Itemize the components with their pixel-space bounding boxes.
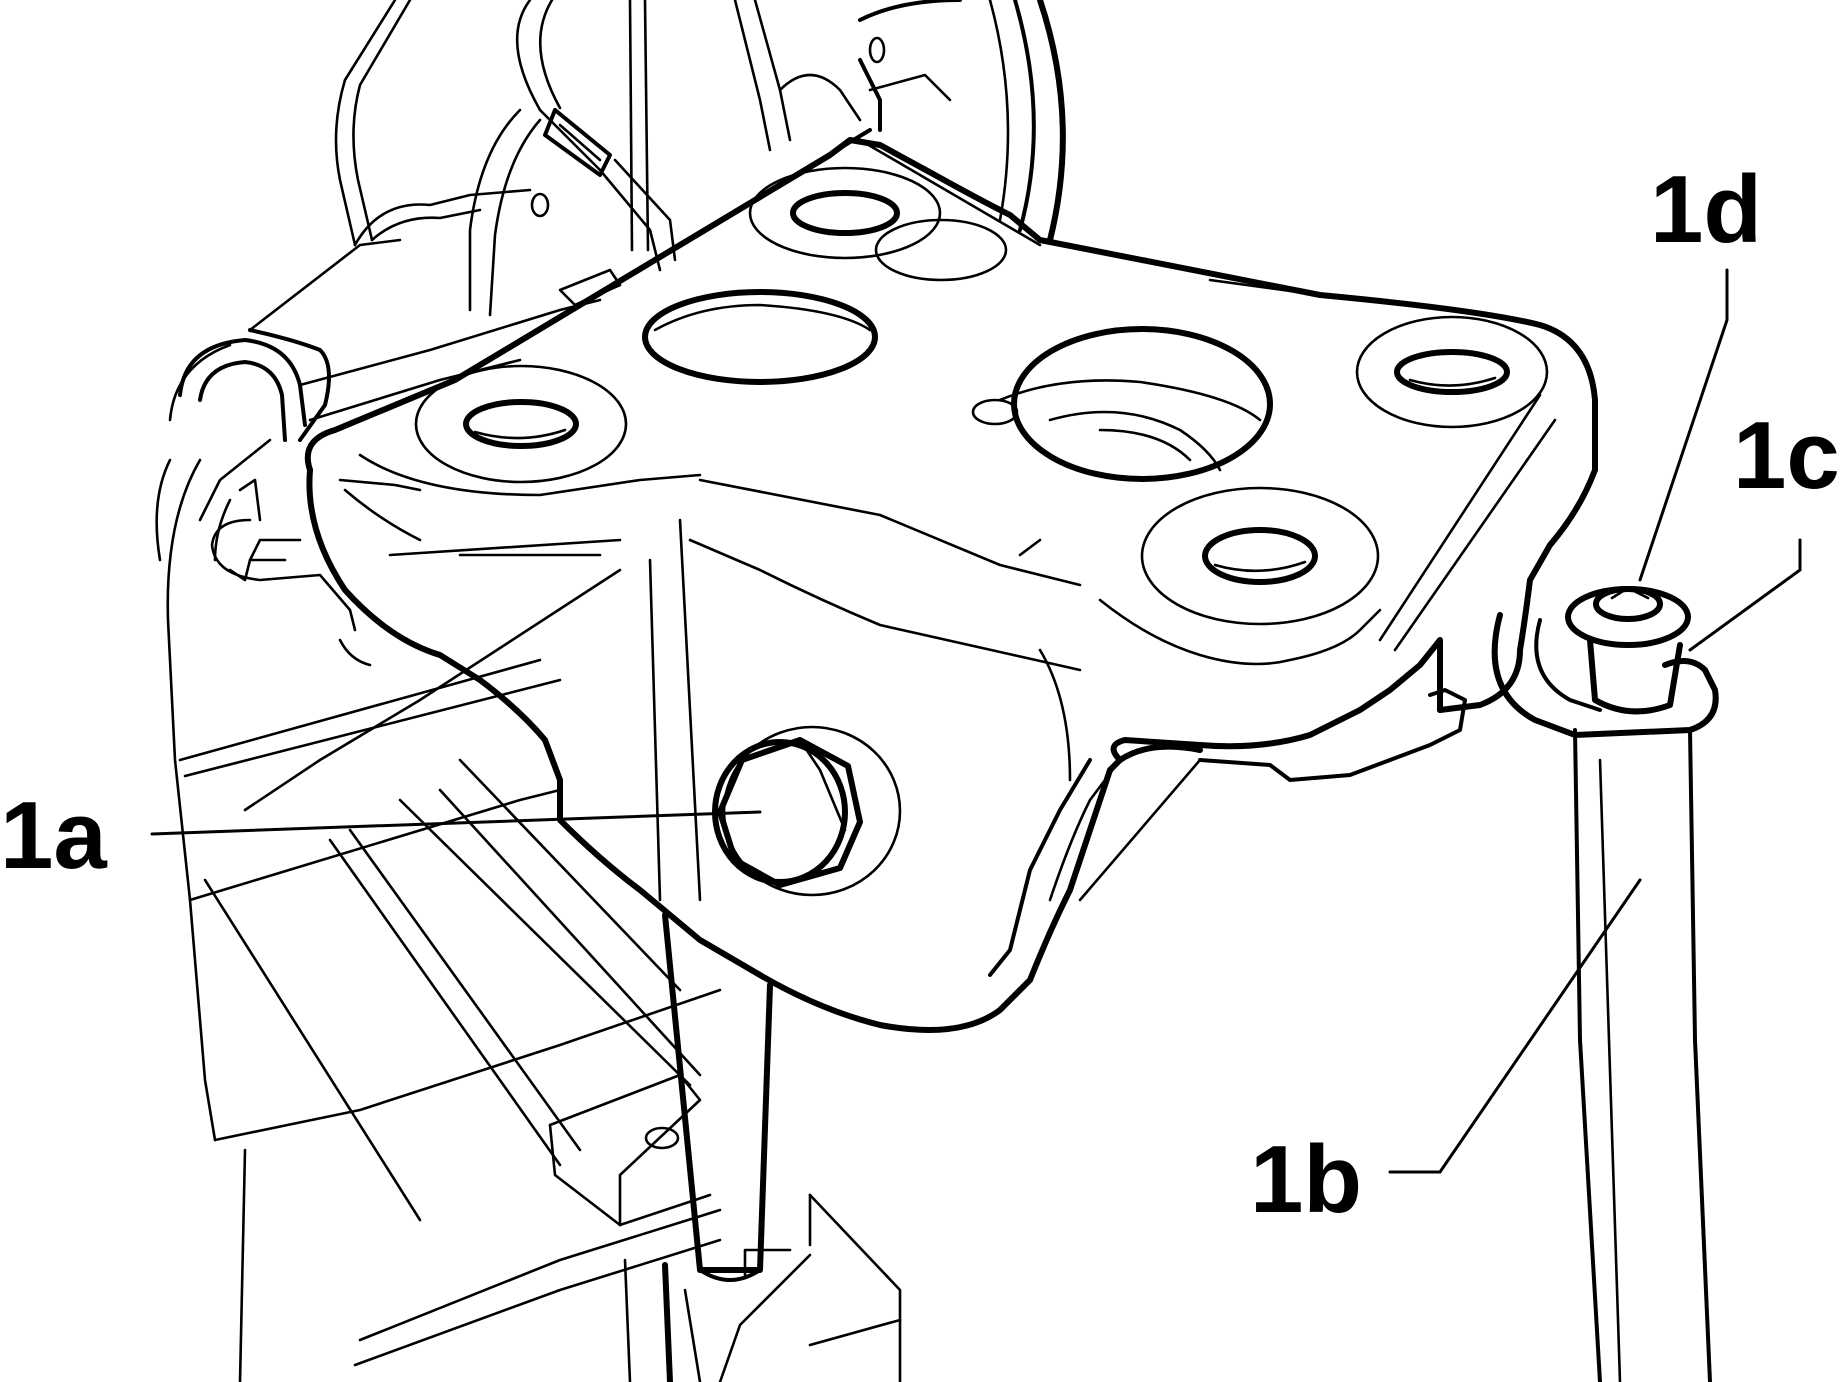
callout-1b: 1b: [1250, 1126, 1362, 1233]
plate-holes: [414, 166, 1549, 626]
leader-1a: [150, 810, 762, 836]
spacer-1d: [1565, 586, 1691, 715]
mounting-plate: [243, 128, 1598, 1033]
rod-1b: [1573, 728, 1712, 1382]
callout-1d: 1d: [1650, 156, 1762, 263]
left-strap-clamp: [155, 238, 602, 562]
callout-1a: 1a: [0, 782, 107, 889]
leader-lines: [150, 268, 1802, 1174]
callout-1c: 1c: [1733, 402, 1840, 509]
bolt-1a: [712, 725, 902, 897]
leader-1b: [1388, 878, 1642, 1174]
upper-bracket-assembly: [334, 0, 1066, 317]
leader-1c: [1688, 538, 1802, 652]
left-frame: [166, 458, 722, 1382]
bracket-1c: [1491, 612, 1719, 738]
leader-1d: [1638, 268, 1729, 582]
lower-support: [548, 912, 902, 1382]
